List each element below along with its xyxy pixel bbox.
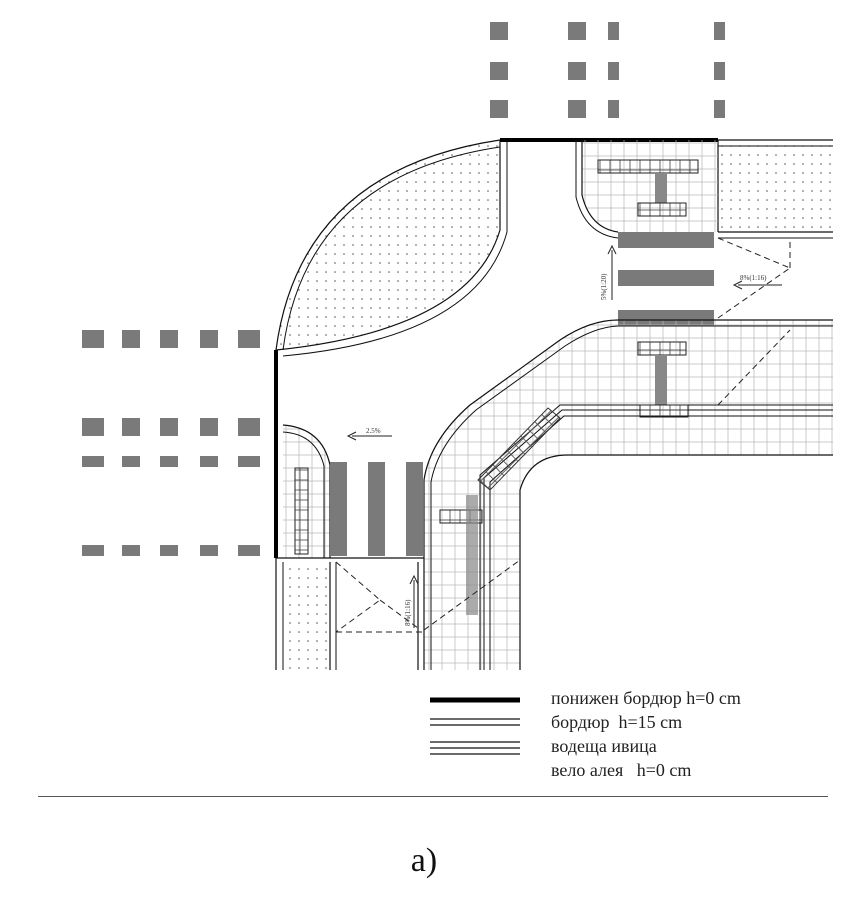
legend-label-bike-path: вело алея h=0 cm bbox=[551, 760, 691, 780]
legend-label-lowered-curb: понижен бордюр h=0 cm bbox=[551, 688, 741, 708]
legend-swatch-guide-strip bbox=[430, 741, 520, 755]
north-crossing-slope-label: 5%(1:20) bbox=[600, 273, 608, 300]
east-ramp bbox=[717, 237, 792, 319]
figure-caption: а) bbox=[410, 842, 438, 879]
south-ramp bbox=[335, 561, 424, 633]
west-road-markings bbox=[82, 330, 260, 556]
legend: понижен бордюр h=0 cm бордюр h=15 cm вод… bbox=[430, 688, 741, 780]
legend-label-guide-strip: водеща ивица bbox=[551, 736, 657, 756]
north-crosswalk bbox=[618, 232, 714, 326]
slope-arrows bbox=[346, 244, 782, 628]
north-road-markings bbox=[490, 22, 725, 118]
north-refuge-area bbox=[575, 140, 718, 239]
west-refuge-area bbox=[282, 424, 331, 558]
west-crossing-slope-label: 2.5% bbox=[366, 427, 381, 435]
north-sidewalk bbox=[717, 139, 833, 239]
east-sidewalk-lower bbox=[423, 319, 833, 670]
east-ramp-slope-label: 8%(1:16) bbox=[740, 274, 767, 282]
legend-swatch-curb bbox=[430, 718, 520, 726]
caption-divider bbox=[38, 796, 828, 797]
legend-label-curb: бордюр h=15 cm bbox=[551, 712, 682, 732]
northwest-corner-island bbox=[275, 139, 508, 357]
intersection-plan: 5%(1:20) 8%(1:16) 2.5% 8%(1:16) понижен … bbox=[82, 22, 833, 780]
west-crosswalk bbox=[330, 462, 423, 556]
south-sidewalk bbox=[275, 557, 424, 670]
south-ramp-slope-label: 8%(1:16) bbox=[404, 599, 412, 626]
